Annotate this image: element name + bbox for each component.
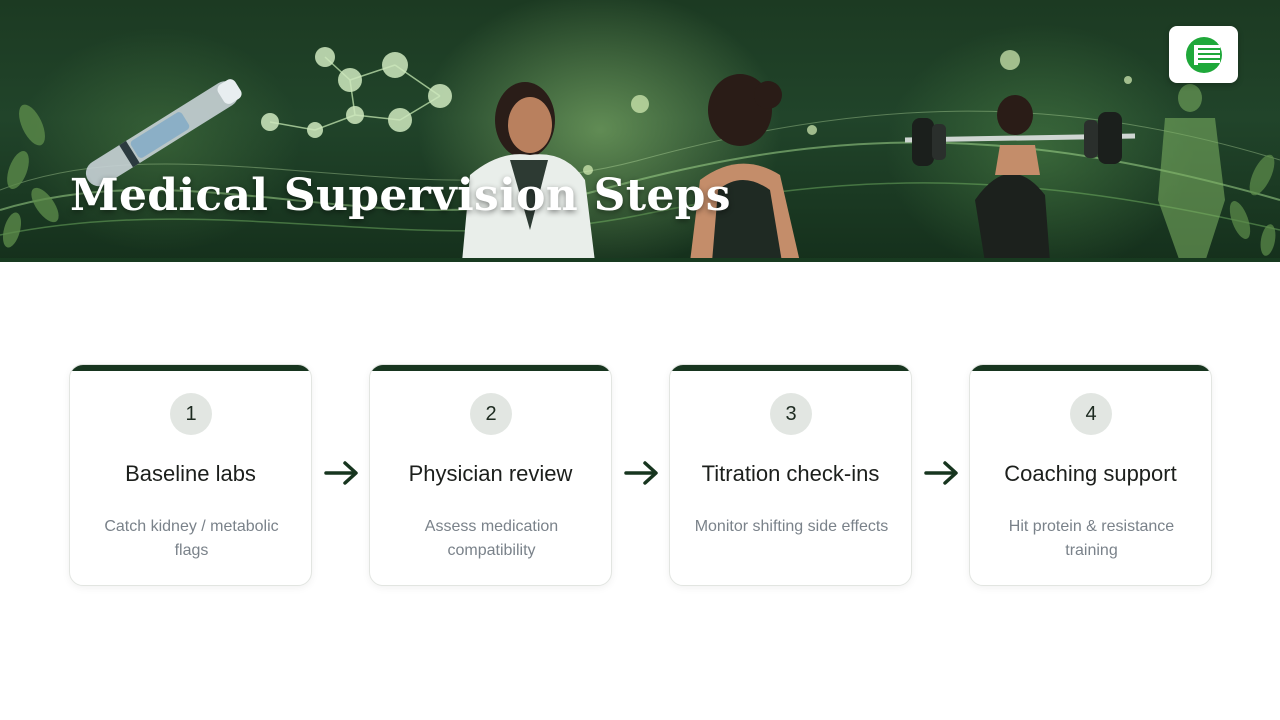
- steps-row: 1 Baseline labs Catch kidney / metabolic…: [69, 364, 1213, 586]
- arrow-right-icon: [324, 461, 358, 485]
- step-card-1: 1 Baseline labs Catch kidney / metabolic…: [69, 364, 312, 586]
- step-title: Baseline labs: [125, 461, 256, 486]
- barbell-figure: [904, 95, 1136, 262]
- step-card-2: 2 Physician review Assess medication com…: [369, 364, 612, 586]
- hero-banner: Medical Supervision Steps: [0, 0, 1280, 262]
- patient-figure: [690, 74, 800, 262]
- step-number-badge: 2: [470, 393, 512, 435]
- step-description: Hit protein & resistance training: [1008, 518, 1175, 559]
- step-description: Monitor shifting side effects: [694, 518, 889, 535]
- step-title: Coaching support: [1004, 461, 1177, 486]
- step-number-badge: 1: [170, 393, 212, 435]
- step-number-badge: 3: [770, 393, 812, 435]
- step-description: Catch kidney / metabolic flags: [104, 518, 279, 559]
- anatomy-figure: [1158, 84, 1225, 262]
- step-title: Titration check-ins: [701, 461, 880, 486]
- hero-illustration: [0, 47, 1280, 262]
- step-number-badge: 4: [1070, 393, 1112, 435]
- hero-divider: [0, 258, 1280, 262]
- brand-logo[interactable]: [1169, 26, 1238, 83]
- arrow-right-icon: [624, 461, 658, 485]
- page-title: Medical Supervision Steps: [70, 170, 731, 221]
- step-card-3: 3 Titration check-ins Monitor shifting s…: [669, 364, 912, 586]
- step-card-4: 4 Coaching support Hit protein & resista…: [969, 364, 1212, 586]
- pen-injector: [85, 79, 242, 187]
- arrow-right-icon: [924, 461, 958, 485]
- step-title: Physician review: [408, 461, 573, 486]
- brand-logo-icon: [1185, 36, 1222, 73]
- step-description: Assess medication compatibility: [424, 518, 559, 559]
- doctor-figure: [462, 82, 595, 262]
